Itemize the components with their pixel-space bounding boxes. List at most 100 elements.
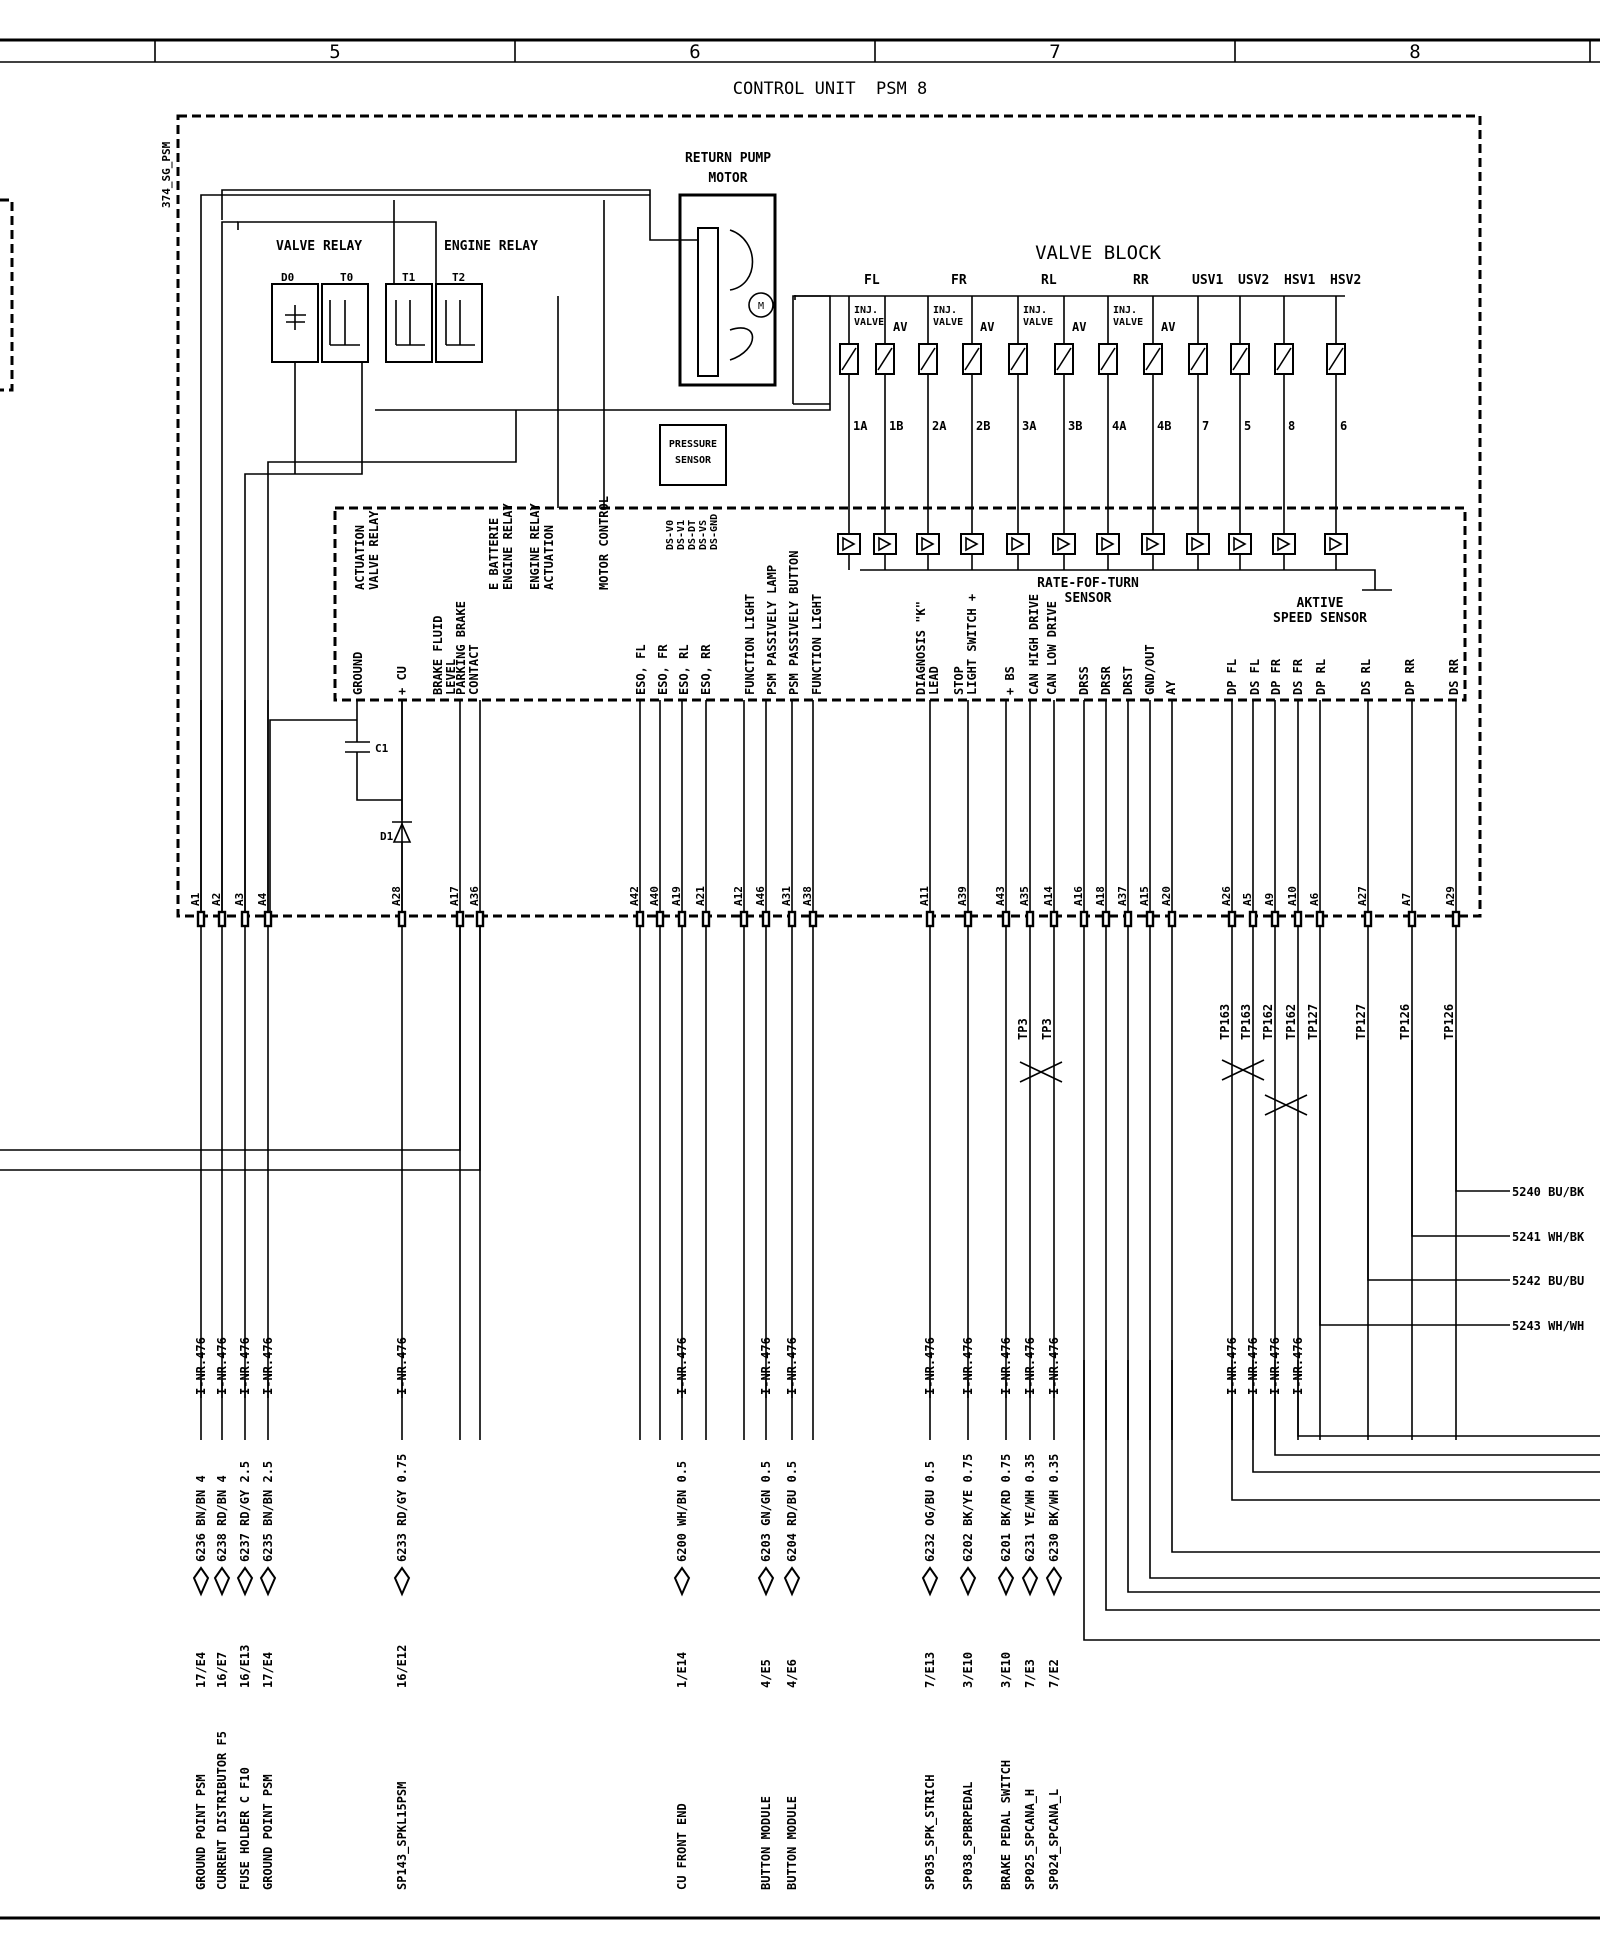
destination-label: SP038_SPBRPEDAL [961, 1782, 976, 1890]
pin-label: A10 [1286, 886, 1299, 906]
svg-text:MOTOR: MOTOR [708, 171, 747, 186]
destination-label: CU FRONT END [675, 1803, 689, 1890]
svg-text:DS-V1: DS-V1 [676, 520, 687, 550]
terminal-lug [259, 1566, 277, 1597]
bus-wire [1171, 1360, 1600, 1553]
wire-code: 6200 WH/BN 0.5 [675, 1461, 689, 1562]
wire-code: 6203 GN/GN 0.5 [759, 1461, 773, 1562]
svg-text:DS-GND: DS-GND [709, 514, 720, 550]
cu-input-label: ESO, FL [634, 644, 648, 695]
location-ref: 17/E4 [194, 1652, 208, 1688]
wire-code: 6238 RD/BN 4 [215, 1475, 229, 1562]
driver-symbol [1011, 536, 1025, 552]
pin-a20 [1167, 910, 1177, 928]
pin-a1 [196, 910, 206, 928]
bus-wire [1231, 1360, 1600, 1501]
valve-coil-mark [920, 347, 936, 371]
diode-d1: D1 [380, 700, 412, 912]
inj-valve-label: VALVE [1023, 317, 1053, 328]
coil-number: 4B [1157, 419, 1171, 433]
cu-input-label: PARKING BRAKE [454, 601, 468, 695]
testpoint-speed: TP163 [1218, 1004, 1232, 1040]
pin-label: A17 [448, 886, 461, 906]
pin-a10 [1293, 910, 1303, 928]
testpoint-tp3: TP3 [1016, 1018, 1030, 1040]
svg-text:AKTIVE: AKTIVE [1297, 596, 1344, 611]
pin-label: A27 [1356, 886, 1369, 906]
cu-input-label: ACTUATION [542, 525, 556, 590]
pin-label: A19 [670, 886, 683, 906]
valve-label-usv2: USV2 [1238, 273, 1269, 288]
valve-block-title: VALVE BLOCK [1035, 242, 1161, 264]
driver-symbol [1191, 536, 1205, 552]
driver-symbol [1277, 536, 1291, 552]
cu-input-label: GND/OUT [1143, 644, 1157, 695]
driver-symbol [921, 536, 935, 552]
cable-ref: I-NR.476 [759, 1337, 773, 1395]
destination-label: CURRENT DISTRIBUTOR F5 [215, 1731, 229, 1890]
pin-label: A14 [1042, 886, 1055, 906]
coil-number: 4A [1112, 419, 1127, 433]
bus-wire [1297, 1360, 1600, 1437]
capacitor-c1: C1 [269, 700, 402, 912]
valve-group-rl: RL [1041, 273, 1057, 288]
grid-col-6: 6 [689, 41, 700, 63]
destination-label: GROUND POINT PSM [261, 1774, 275, 1890]
svg-text:VALVE RELAY: VALVE RELAY [276, 239, 362, 254]
av-label: AV [980, 320, 994, 334]
wire-a36-left [0, 920, 481, 1171]
cu-input-label: LEVEL [444, 659, 458, 695]
pin-a46 [761, 910, 771, 928]
location-ref: 4/E6 [785, 1659, 799, 1688]
terminal-lug [236, 1566, 254, 1597]
cable-ref: I-NR.476 [961, 1337, 975, 1395]
valve-coil-mark [1056, 347, 1072, 371]
cu-input-label: DRST [1121, 666, 1135, 695]
valve-coil-mark [1190, 347, 1206, 371]
driver-symbol [1146, 536, 1160, 552]
right-wire [1411, 1040, 1510, 1237]
terminal-lug [783, 1566, 801, 1597]
cu-input-label: ESO, FR [656, 644, 670, 695]
testpoint-speed: TP127 [1354, 1004, 1368, 1040]
cable-ref: I-NR.476 [194, 1337, 208, 1395]
pressure-sensor-pins: DS-V0 DS-V1 DS-DT DS-VS DS-GND [665, 514, 720, 550]
pin-a14 [1049, 910, 1059, 928]
pin-label: A11 [918, 886, 931, 906]
wire-code: 6237 RD/GY 2.5 [238, 1461, 252, 1562]
pin-a12 [739, 910, 749, 928]
wire-code: 6231 YE/WH 0.35 [1023, 1454, 1037, 1562]
wire-code: 6230 BK/WH 0.35 [1047, 1454, 1061, 1562]
pin-label: A16 [1072, 886, 1085, 906]
valve-relay: VALVE RELAY D0 T0 [271, 239, 369, 363]
pin-a28 [397, 910, 407, 928]
coil-number: 2B [976, 419, 990, 433]
pin-a38 [808, 910, 818, 928]
terminal-lug [213, 1566, 231, 1597]
driver-symbol [842, 536, 856, 552]
pin-a39 [963, 910, 973, 928]
cable-ref: I-NR.476 [785, 1337, 799, 1395]
svg-text:RATE-FOF-TURN: RATE-FOF-TURN [1037, 576, 1139, 591]
cu-input-label: STOP [952, 666, 966, 695]
cu-input-label: FUNCTION LIGHT [810, 594, 824, 695]
valve-label-usv1: USV1 [1192, 273, 1223, 288]
pin-label: A29 [1444, 886, 1457, 906]
valve-coil-mark [1100, 347, 1116, 371]
cu-input-label: FUNCTION LIGHT [743, 594, 757, 695]
wire-code: 6236 BN/BN 4 [194, 1475, 208, 1562]
inj-valve-label: VALVE [933, 317, 963, 328]
driver-stage [916, 533, 940, 555]
driver-symbol [1233, 536, 1247, 552]
pin-a18 [1101, 910, 1111, 928]
right-wire [1319, 1040, 1510, 1326]
driver-symbol [878, 536, 892, 552]
inj-valve-label: INJ. [854, 305, 878, 316]
grid-header: 5 6 7 8 CONTROL UNIT PSM 8 [0, 38, 1600, 99]
bus-wire [1149, 1360, 1600, 1579]
wire-code: 6201 BK/RD 0.75 [999, 1454, 1013, 1562]
testpoint-speed: TP163 [1239, 1004, 1253, 1040]
